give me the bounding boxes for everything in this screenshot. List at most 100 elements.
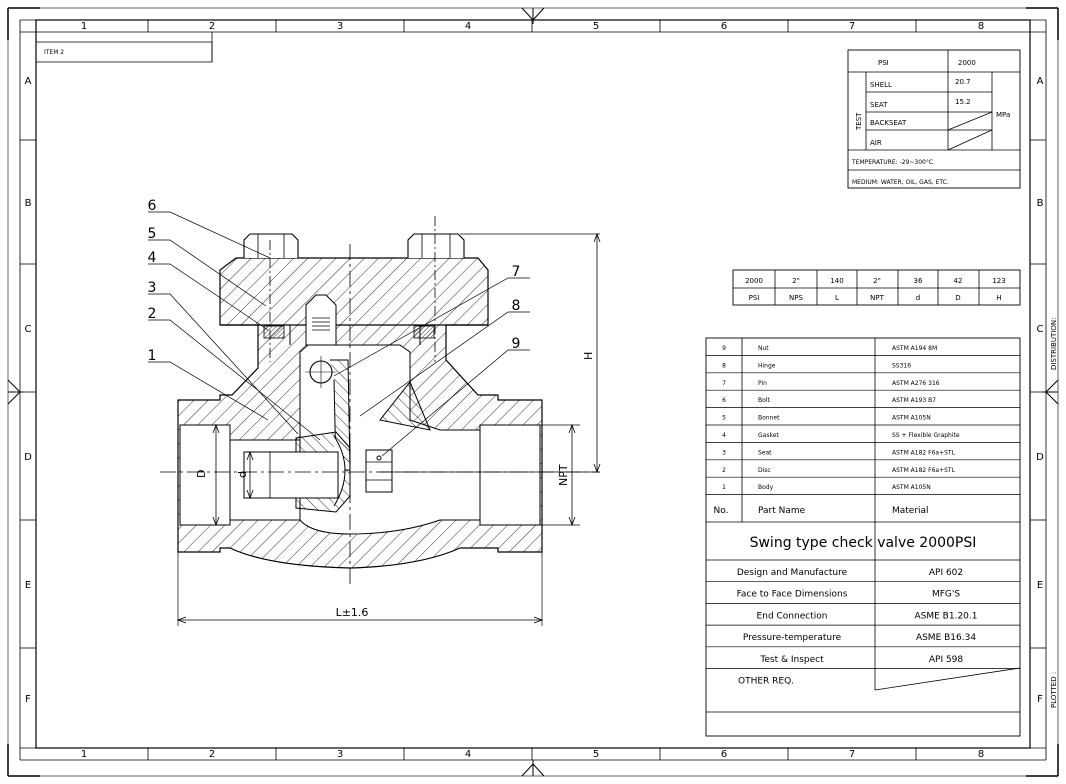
column-label: 6 bbox=[721, 21, 727, 32]
part-balloon: 9 bbox=[512, 336, 521, 352]
part-number: 8 bbox=[722, 362, 726, 369]
part-name: Pin bbox=[758, 380, 767, 387]
parts-header-no: No. bbox=[714, 506, 729, 516]
item-label: ITEM 2 bbox=[44, 49, 64, 56]
pressure-table: PSI 2000 TEST SHELL 20.7 SEAT 15.2 BACKS… bbox=[847, 49, 1021, 189]
part-name: Disc bbox=[758, 467, 771, 474]
column-label: 3 bbox=[337, 749, 343, 760]
column-label: 7 bbox=[849, 21, 855, 32]
dim-value-cell: 42 bbox=[954, 277, 963, 285]
part-material: ASTM A182 F6a+STL bbox=[892, 449, 956, 456]
part-number: 6 bbox=[722, 397, 726, 404]
dim-header-cell: PSI bbox=[749, 294, 760, 302]
spec-row: Test & Inspect API 598 bbox=[759, 655, 963, 665]
parts-row: 3 Seat ASTM A182 F6a+STL bbox=[722, 449, 955, 456]
part-name: Bonnet bbox=[758, 415, 780, 422]
dim-d-label: d bbox=[236, 471, 249, 478]
part-number: 4 bbox=[722, 432, 726, 439]
dim-header-cell: L bbox=[835, 294, 839, 302]
dim-H-label: H bbox=[582, 352, 595, 360]
column-label: 2 bbox=[209, 749, 215, 760]
dim-header-cell: NPT bbox=[870, 294, 884, 302]
row-label: B bbox=[25, 198, 32, 209]
part-material: ASTM A105N bbox=[892, 484, 931, 491]
spec-value: API 598 bbox=[929, 655, 964, 665]
parts-row: 8 Hinge SS316 bbox=[722, 362, 911, 369]
parts-header-name: Part Name bbox=[758, 506, 806, 516]
part-number: 3 bbox=[722, 449, 726, 456]
column-label: 4 bbox=[465, 749, 471, 760]
dim-value-cell: 140 bbox=[830, 277, 843, 285]
plotted-label: PLOTTED : bbox=[1050, 672, 1058, 708]
spec-value: ASME B1.20.1 bbox=[915, 611, 978, 621]
part-number: 2 bbox=[722, 467, 726, 474]
part-material: SS316 bbox=[892, 362, 911, 369]
part-material: ASTM A276 316 bbox=[892, 380, 940, 387]
column-label: 2 bbox=[209, 21, 215, 32]
part-number: 7 bbox=[722, 380, 726, 387]
dim-value-cell: 2" bbox=[873, 277, 881, 285]
row-label: C bbox=[1037, 324, 1044, 335]
row-label: F bbox=[1037, 694, 1043, 705]
column-label: 3 bbox=[337, 21, 343, 32]
dim-value-cell: 2" bbox=[792, 277, 800, 285]
dim-header-cell: H bbox=[996, 294, 1001, 302]
parts-row: 7 Pin ASTM A276 316 bbox=[722, 380, 940, 387]
part-name: Gasket bbox=[758, 432, 779, 439]
part-material: ASTM A105N bbox=[892, 415, 931, 422]
spec-label: Test & Inspect bbox=[759, 655, 824, 665]
dim-NPT-label: NPT bbox=[557, 464, 570, 486]
distribution-label: DISTRIBUTION: bbox=[1050, 318, 1058, 370]
spec-row: OTHER REQ. bbox=[738, 677, 794, 687]
part-balloon: 5 bbox=[148, 226, 157, 242]
row-label: B bbox=[1037, 198, 1044, 209]
spec-row: End Connection ASME B1.20.1 bbox=[757, 611, 978, 621]
part-balloon: 2 bbox=[148, 306, 157, 322]
column-label: 4 bbox=[465, 21, 471, 32]
row-label: D bbox=[24, 452, 32, 463]
part-balloon: 4 bbox=[148, 250, 157, 266]
dim-header-cell: D bbox=[955, 294, 960, 302]
temperature-text: TEMPERATURE: -29~300°C bbox=[851, 159, 933, 166]
spec-value: MFG'S bbox=[932, 590, 960, 600]
row-label: A bbox=[1037, 76, 1044, 87]
row-label: E bbox=[1037, 580, 1043, 591]
seat-label: SEAT bbox=[870, 101, 888, 109]
row-label: F bbox=[25, 694, 31, 705]
mpa-unit: MPa bbox=[996, 111, 1010, 119]
dim-L-label: L±1.6 bbox=[336, 606, 369, 619]
shell-value: 20.7 bbox=[955, 78, 971, 86]
dim-value-cell: 2000 bbox=[745, 277, 763, 285]
part-name: Seat bbox=[758, 449, 772, 456]
part-material: SS + Flexible Graphite bbox=[892, 432, 960, 439]
item-box: ITEM 2 bbox=[36, 32, 213, 63]
psi-value: 2000 bbox=[958, 59, 976, 67]
part-number: 9 bbox=[722, 345, 726, 352]
part-name: Nut bbox=[758, 345, 769, 352]
spec-value: ASME B16.34 bbox=[916, 633, 976, 643]
column-label: 5 bbox=[593, 21, 599, 32]
parts-row: 4 Gasket SS + Flexible Graphite bbox=[722, 432, 960, 439]
spec-label: End Connection bbox=[757, 611, 828, 621]
part-material: ASTM A193 B7 bbox=[892, 397, 936, 404]
column-label: 8 bbox=[978, 749, 984, 760]
seat-value: 15.2 bbox=[955, 98, 971, 106]
psi-label: PSI bbox=[878, 59, 889, 67]
dim-header-cell: d bbox=[916, 294, 920, 302]
parts-header-material: Material bbox=[892, 506, 929, 516]
part-name: Hinge bbox=[758, 362, 776, 369]
row-label: C bbox=[25, 324, 32, 335]
shell-label: SHELL bbox=[870, 81, 892, 89]
backseat-label: BACKSEAT bbox=[870, 119, 907, 127]
dim-header-cell: NPS bbox=[789, 294, 803, 302]
spec-value: API 602 bbox=[929, 568, 963, 578]
